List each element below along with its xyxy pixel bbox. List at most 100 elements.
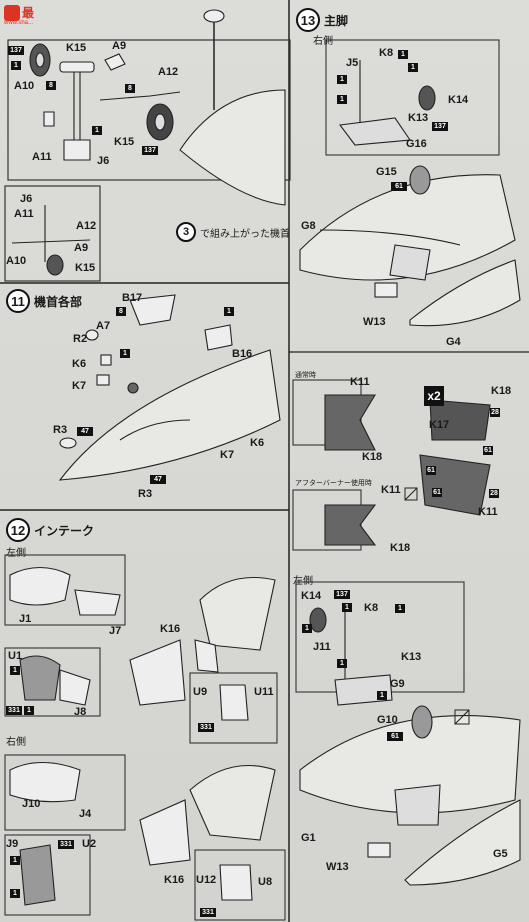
part-label: J4 — [79, 808, 92, 820]
part-label: A10 — [14, 80, 35, 92]
part-label: K17 — [429, 419, 450, 431]
paint-chip: 137 — [432, 122, 448, 131]
paint-chip: 1 — [10, 889, 20, 898]
part-label: A9 — [74, 242, 89, 254]
part-label: K18 — [362, 451, 383, 463]
part-label: U11 — [254, 686, 274, 698]
paint-chip: 1 — [398, 50, 408, 59]
part-label: K7 — [220, 449, 235, 461]
step-13-title: 主脚 — [324, 13, 349, 28]
logo-icon — [4, 4, 20, 21]
part-label: K13 — [408, 112, 429, 124]
paint-chip: 1 — [302, 624, 312, 633]
step-11-heading: 11 機首各部 — [6, 289, 82, 313]
part-label: G8 — [301, 220, 316, 232]
part-label: J8 — [74, 706, 87, 718]
paint-chip: 137 — [334, 590, 350, 599]
part-label: A10 — [6, 255, 27, 267]
paint-chip: 137 — [142, 146, 158, 155]
part-label: K11 — [478, 506, 498, 518]
part-label: A11 — [32, 151, 52, 163]
part-label: G9 — [390, 678, 405, 690]
part-label: J1 — [19, 613, 32, 625]
part-label: R2 — [73, 333, 88, 345]
paint-chip: 1 — [120, 349, 130, 358]
part-label: A9 — [112, 40, 127, 52]
paint-chip: 61 — [432, 488, 442, 497]
logo-url: www.sha... — [4, 20, 34, 26]
part-label: J9 — [6, 838, 19, 850]
paint-chip: 1 — [11, 61, 21, 70]
step-12-title: インテーク — [34, 523, 95, 538]
part-label: W13 — [363, 316, 386, 328]
part-label: K8 — [379, 47, 394, 59]
paint-chip: 331 — [6, 706, 22, 715]
part-label: J11 — [313, 641, 331, 653]
step-11-number: 11 — [6, 289, 30, 313]
paint-chip: 1 — [24, 706, 34, 715]
part-label: K18 — [390, 542, 411, 554]
part-label: G10 — [377, 714, 398, 726]
part-label: B16 — [232, 348, 253, 360]
part-label: W13 — [326, 861, 349, 873]
paint-chip: 1 — [337, 95, 347, 104]
part-label: K16 — [164, 874, 185, 886]
part-label: K15 — [66, 42, 87, 54]
paint-chip: 61 — [426, 466, 436, 475]
part-label: J6 — [97, 155, 110, 167]
paint-chip: 1 — [10, 666, 20, 675]
paint-chip: 47 — [150, 475, 166, 484]
step-13-heading: 13 主脚 — [296, 8, 348, 32]
paint-chip: 8 — [46, 81, 56, 90]
part-label: G5 — [493, 848, 508, 860]
part-label: U9 — [193, 686, 208, 698]
step-11-title: 機首各部 — [34, 294, 83, 309]
paint-chip: 331 — [200, 908, 216, 917]
part-label: G16 — [406, 138, 427, 150]
paint-chip: 331 — [198, 723, 214, 732]
paint-chip: 1 — [92, 126, 102, 135]
quantity-x2: x2 — [424, 386, 444, 406]
paint-chip: 28 — [490, 408, 500, 417]
paint-chip: 1 — [224, 307, 234, 316]
part-label: A11 — [14, 208, 34, 220]
step-13-right-side: 右側 — [313, 36, 333, 47]
step-12-heading: 12 インテーク — [6, 518, 94, 542]
paint-chip: 1 — [337, 75, 347, 84]
paint-chip: 28 — [489, 489, 499, 498]
exhaust-normal-caption: 通常時 — [295, 372, 316, 379]
paint-chip: 61 — [483, 446, 493, 455]
paint-chip: 1 — [395, 604, 405, 613]
part-label: J10 — [22, 798, 41, 810]
part-label: K16 — [160, 623, 181, 635]
part-label: K6 — [72, 358, 87, 370]
paint-chip: 1 — [342, 603, 352, 612]
part-label: G1 — [301, 832, 316, 844]
part-label: G4 — [446, 336, 461, 348]
paint-chip: 8 — [116, 307, 126, 316]
gear-note-number: 3 — [176, 222, 196, 242]
step-12-left: 左側 — [6, 548, 26, 559]
part-label: K15 — [114, 136, 135, 148]
gear-note: 3 で組み上がった機首 — [176, 222, 290, 242]
part-label: R3 — [53, 424, 68, 436]
gear-note-text: で組み上がった機首 — [200, 228, 290, 240]
step-13-number: 13 — [296, 8, 320, 32]
paint-chip: 1 — [10, 856, 20, 865]
step-12-number: 12 — [6, 518, 30, 542]
part-label: K14 — [301, 590, 322, 602]
part-label: K11 — [381, 484, 401, 496]
part-label: K14 — [448, 94, 469, 106]
paint-chip: 331 — [58, 840, 74, 849]
watermark-logo: 最 www.sha... — [4, 4, 34, 26]
paint-chip: 1 — [337, 659, 347, 668]
part-label: U12 — [196, 874, 217, 886]
part-label: J5 — [346, 57, 359, 69]
part-label: K18 — [491, 385, 512, 397]
part-label: K8 — [364, 602, 379, 614]
part-label: K13 — [401, 651, 422, 663]
part-label: K11 — [350, 376, 370, 388]
part-label: K6 — [250, 437, 265, 449]
